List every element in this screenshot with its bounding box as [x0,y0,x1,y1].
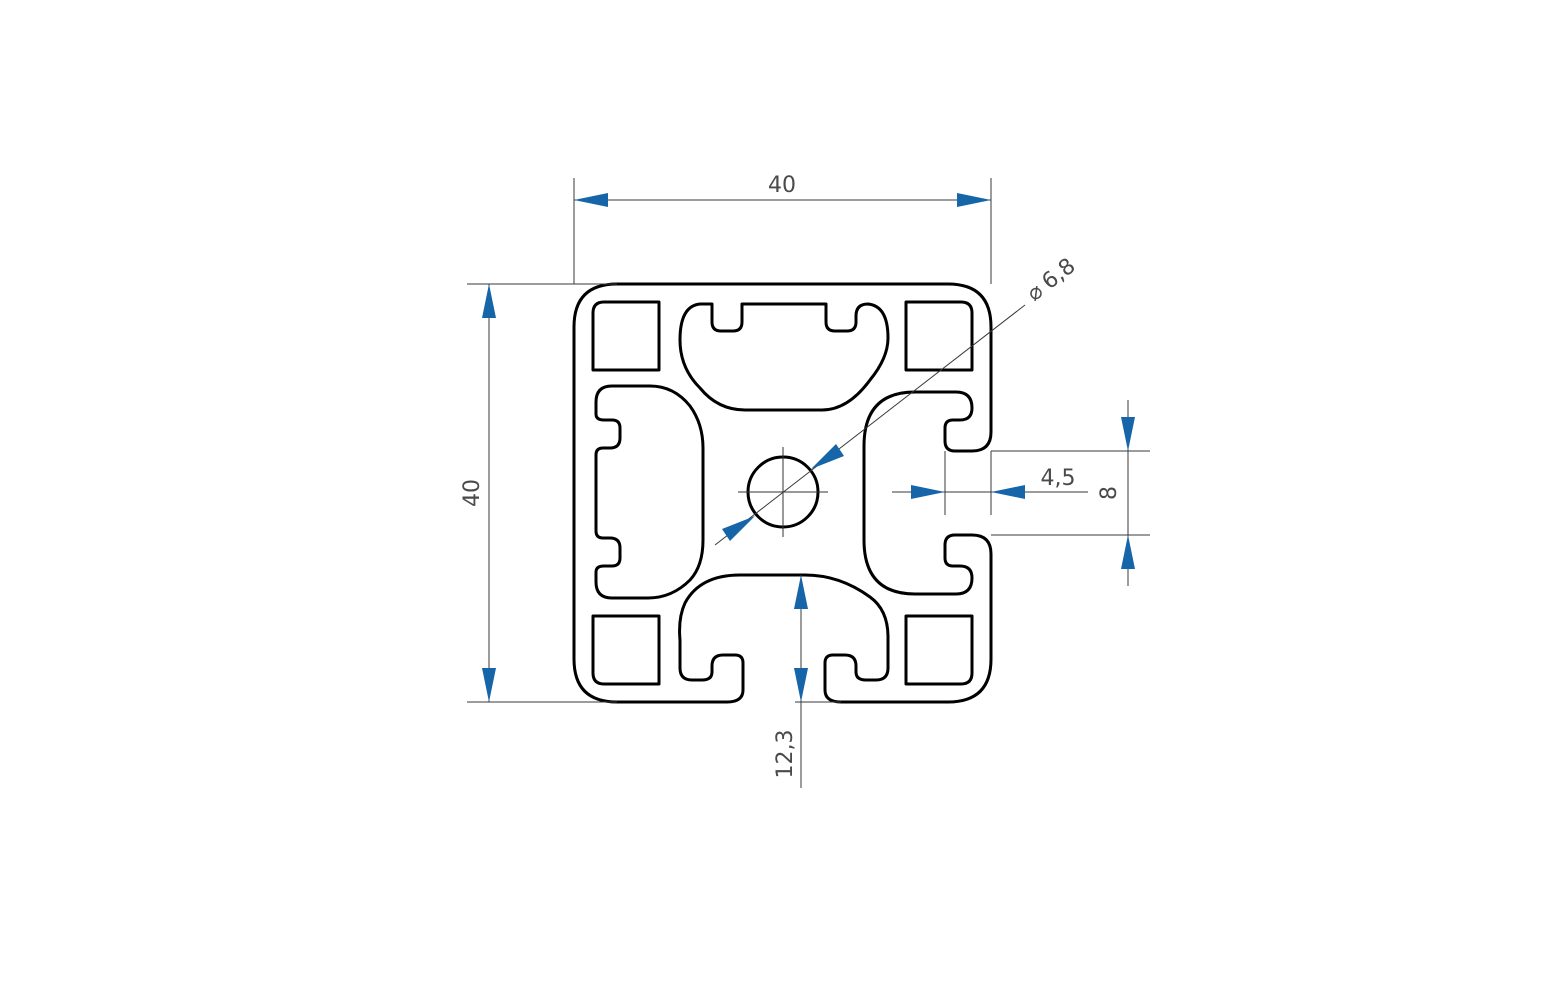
dimension-height: 40 [460,283,617,703]
corner-cavity-bottom-left [591,614,661,686]
arrow-depth-right [991,485,1025,499]
arrow-bore-upper [811,444,844,469]
arrow-width8-top [1121,417,1135,451]
arrow-height-top [482,284,496,318]
slot-offset-label: 12,3 [773,730,798,779]
width-label: 40 [768,173,796,198]
dimension-slot-width: 8 [991,400,1150,586]
arrow-offset-bottom [794,668,808,702]
arrow-height-bottom [482,668,496,702]
top-slot-cavity [678,302,890,412]
left-slot-cavity [594,384,705,600]
arrow-bore-lower [722,516,755,541]
dimension-slot-depth: 4,5 [892,451,1088,515]
slot-width-label: 8 [1097,486,1122,500]
bore-diameter-label: 6,8 [1038,254,1081,295]
arrow-depth-left [911,485,945,499]
outer-contour [572,282,993,704]
arrow-width-left [574,193,608,207]
arrow-width-right [957,193,991,207]
corner-cavity-top-right [904,300,974,372]
height-label: 40 [460,479,485,507]
arrow-offset-top [794,575,808,609]
profile-section [572,282,993,704]
corner-cavity-bottom-right [904,614,974,686]
dimension-bore: ⌀ 6,8 [714,254,1081,546]
dimension-slot-offset: 12,3 [773,575,841,788]
slot-depth-label: 4,5 [1041,466,1076,491]
corner-cavity-top-left [591,300,661,372]
dimension-width: 40 [573,173,992,284]
arrow-width8-bottom [1121,535,1135,569]
